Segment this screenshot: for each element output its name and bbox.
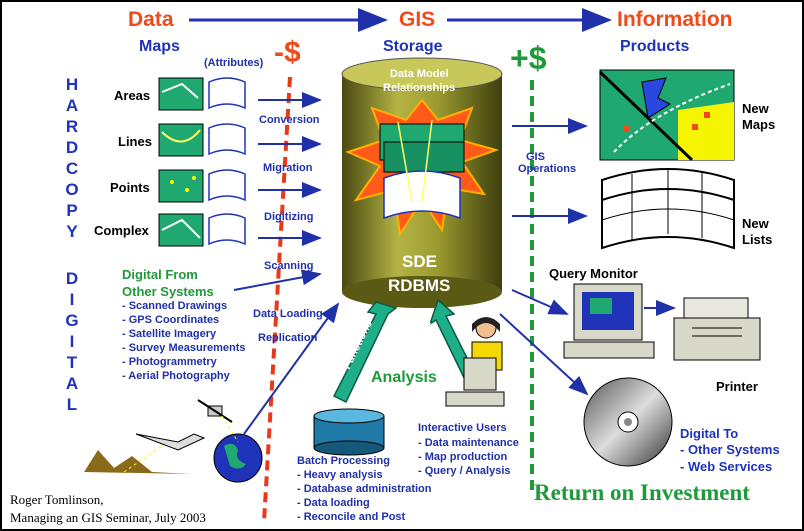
digital-disc-image xyxy=(583,377,673,467)
rdbms-label: RDBMS xyxy=(388,276,451,295)
digital-from-title-2: Other Systems xyxy=(122,284,214,299)
process-digitizing: Digitizing xyxy=(264,211,314,223)
new-lists-image xyxy=(601,168,735,250)
query-monitor-image xyxy=(563,283,655,359)
input-complex: Complex xyxy=(94,223,149,238)
attributes-label: (Attributes) xyxy=(204,57,264,69)
process-replication: Replication xyxy=(258,332,318,344)
header-maps: Maps xyxy=(139,38,180,55)
input-map-thumbnails xyxy=(158,77,204,247)
header-data: Data xyxy=(128,8,174,31)
digital-to-item: - Other Systems xyxy=(680,442,780,457)
credit-line-1: Roger Tomlinson, xyxy=(10,492,104,507)
batch-item: - Database administration xyxy=(297,483,432,495)
output-arrows xyxy=(499,118,676,396)
gis-operations-label-1: GIS xyxy=(526,151,545,163)
interactive-users-item: - Map production xyxy=(418,451,508,463)
batch-item: - Reconcile and Post xyxy=(297,511,406,523)
process-scanning: Scanning xyxy=(264,260,314,272)
new-maps-label-2: Maps xyxy=(742,117,776,132)
interactive-users-item: - Data maintenance xyxy=(418,437,519,449)
digital-to-item: - Web Services xyxy=(680,459,773,474)
process-conversion: Conversion xyxy=(259,114,320,126)
input-points: Points xyxy=(110,180,150,195)
interactive-users-item: - Query / Analysis xyxy=(418,465,511,477)
header-information: Information xyxy=(617,8,733,31)
interactive-user-image xyxy=(445,317,505,407)
process-migration: Migration xyxy=(263,162,313,174)
header-products: Products xyxy=(620,38,690,55)
analysis-label: Analysis xyxy=(371,369,437,386)
header-gis: GIS xyxy=(399,8,436,31)
printer-image xyxy=(673,297,761,361)
digital-from-title-1: Digital From xyxy=(122,267,198,282)
batch-item: - Data loading xyxy=(297,497,370,509)
batch-title: Batch Processing xyxy=(297,455,390,467)
cost-plus-label: +$ xyxy=(510,40,547,76)
data-model-label-1: Data Model xyxy=(390,68,449,80)
interactive-users-title: Interactive Users xyxy=(418,422,507,434)
printer-label: Printer xyxy=(716,379,758,394)
input-lines: Lines xyxy=(118,134,152,149)
batch-item: - Heavy analysis xyxy=(297,469,383,481)
storage-cylinder xyxy=(341,57,503,308)
new-map-image xyxy=(598,69,735,162)
sde-label: SDE xyxy=(402,252,437,271)
digital-from-item: - Scanned Drawings xyxy=(122,300,228,312)
credit-line-2: Managing an GIS Seminar, July 2003 xyxy=(10,510,206,525)
new-maps-label-1: New xyxy=(742,101,769,116)
attribute-tables xyxy=(208,77,246,246)
remote-sensing-image xyxy=(84,399,263,483)
input-areas: Areas xyxy=(114,88,151,103)
return-on-investment-label: Return on Investment xyxy=(534,480,750,505)
digital-from-item: - GPS Coordinates xyxy=(122,314,220,326)
cost-divider-red xyxy=(262,76,292,523)
query-monitor-label: Query Monitor xyxy=(549,266,638,281)
header-storage: Storage xyxy=(383,38,443,55)
data-model-label-2: Relationships xyxy=(383,82,456,94)
digital-to-title: Digital To xyxy=(680,426,739,441)
process-arrows xyxy=(233,92,340,435)
batch-server-image xyxy=(313,408,385,456)
cost-minus-label: -$ xyxy=(274,36,301,69)
gis-operations-label-2: Operations xyxy=(518,163,577,175)
digital-from-item: - Satellite Imagery xyxy=(122,328,217,340)
process-data-loading: Data Loading xyxy=(253,308,323,320)
digital-from-item: - Survey Measurements xyxy=(122,342,246,354)
new-lists-label-2: Lists xyxy=(742,232,773,247)
digital-from-item: - Photogrammetry xyxy=(122,356,217,368)
digital-from-item: - Aerial Photography xyxy=(122,370,230,382)
new-lists-label-1: New xyxy=(742,216,769,231)
